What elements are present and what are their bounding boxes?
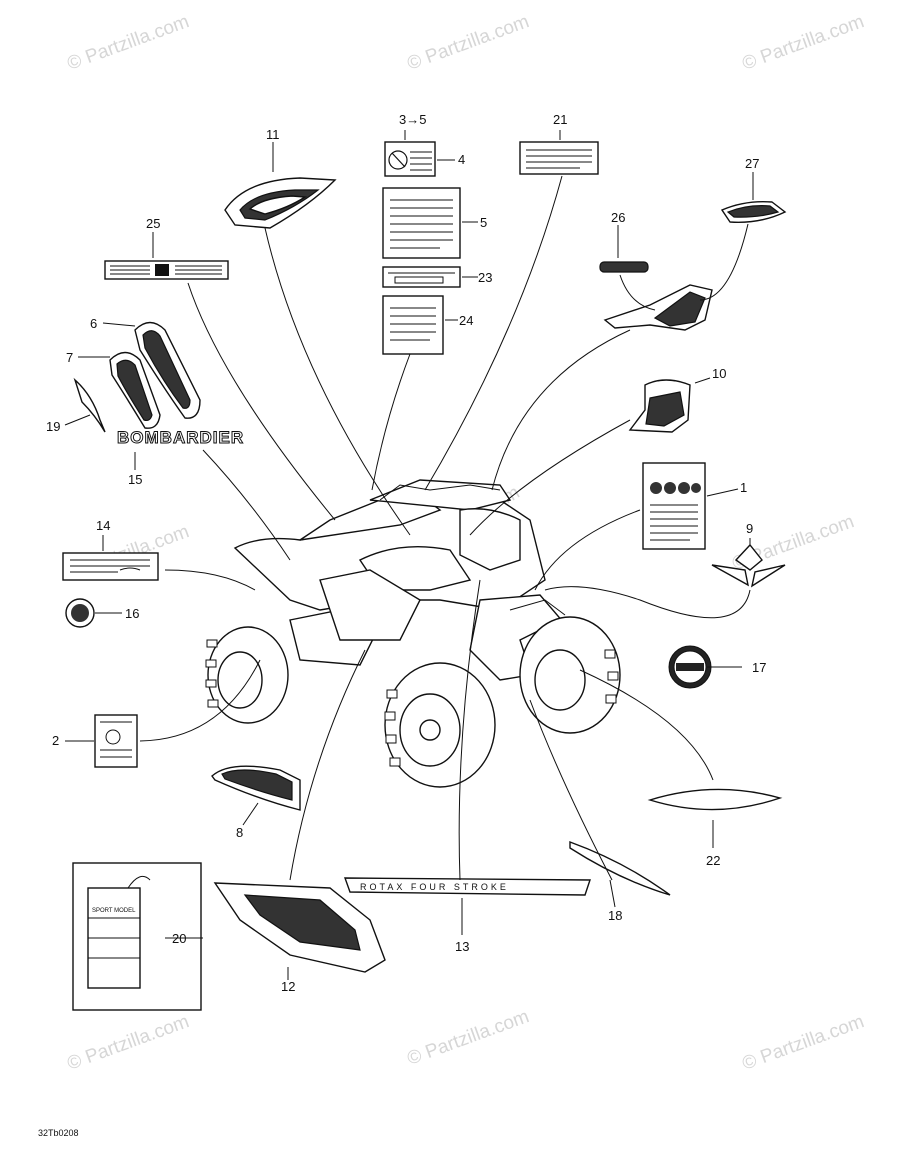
strip-decal-text: ROTAX FOUR STROKE — [360, 882, 509, 892]
decal-2 — [94, 714, 138, 768]
decal-27 — [720, 200, 787, 223]
callout-20: 20 — [172, 931, 186, 946]
watermark: © Partzilla.com — [65, 1011, 192, 1075]
watermark: © Partzilla.com — [405, 11, 532, 75]
watermark: © Partzilla.com — [405, 1006, 532, 1070]
atv-illustration — [205, 479, 621, 788]
callout-7: 7 — [66, 350, 73, 365]
callout-2: 2 — [52, 733, 59, 748]
callout-6: 6 — [90, 316, 97, 331]
decal-6 — [134, 321, 201, 419]
decal-19 — [73, 377, 106, 433]
decal-14 — [62, 552, 159, 581]
bombardier-decal-text: BOMBARDIER — [117, 428, 244, 447]
decal-1 — [642, 462, 706, 550]
callout-26: 26 — [611, 210, 625, 225]
callout-3-5: 3→5 — [399, 112, 426, 127]
callout-27: 27 — [745, 156, 759, 171]
decal-4 — [384, 141, 436, 177]
decal-22 — [647, 788, 783, 811]
front-fender — [603, 284, 713, 331]
callout-9: 9 — [746, 521, 753, 536]
callout-18: 18 — [608, 908, 622, 923]
callout-10: 10 — [712, 366, 726, 381]
decal-9 — [711, 543, 786, 588]
callout-1: 1 — [740, 480, 747, 495]
decal-23 — [382, 266, 461, 288]
watermark: © Partzilla.com — [740, 11, 867, 75]
drawing-code: 32Tb0208 — [38, 1128, 79, 1138]
tag-text: SPORT MODEL — [92, 908, 136, 914]
callout-11: 11 — [266, 127, 280, 142]
callout-14: 14 — [96, 518, 110, 533]
callout-25: 25 — [146, 216, 160, 231]
decal-25 — [104, 260, 229, 280]
decal-26 — [599, 261, 649, 273]
callout-5: 5 — [480, 215, 487, 230]
callout-24: 24 — [459, 313, 473, 328]
callout-21: 21 — [553, 112, 567, 127]
callout-23: 23 — [478, 270, 492, 285]
callout-17: 17 — [752, 660, 766, 675]
decal-12 — [213, 882, 386, 973]
callout-16: 16 — [125, 606, 139, 621]
decal-15: BOMBARDIER — [117, 428, 244, 448]
decal-13: ROTAX FOUR STROKE — [344, 877, 591, 896]
decal-11 — [224, 177, 337, 229]
decal-10 — [628, 379, 691, 433]
decal-24 — [382, 295, 444, 355]
leader-lines — [64, 130, 754, 980]
decal-17 — [668, 645, 712, 689]
decal-7 — [109, 351, 161, 429]
decal-16 — [65, 598, 95, 628]
callout-19: 19 — [46, 419, 60, 434]
decal-5 — [382, 187, 461, 259]
callout-4: 4 — [458, 152, 465, 167]
callout-13: 13 — [455, 939, 469, 954]
decal-18 — [569, 841, 671, 896]
decal-8 — [211, 765, 301, 811]
callouts: 11 3→5 4 5 23 24 21 27 26 25 6 7 19 15 1… — [46, 112, 766, 994]
decal-20: SPORT MODEL — [72, 862, 202, 1011]
watermark: © Partzilla.com — [740, 1011, 867, 1075]
decal-21 — [519, 141, 599, 175]
callout-12: 12 — [281, 979, 295, 994]
watermark: © Partzilla.com — [65, 11, 192, 75]
callout-15: 15 — [128, 472, 142, 487]
callout-8: 8 — [236, 825, 243, 840]
callout-22: 22 — [706, 853, 720, 868]
